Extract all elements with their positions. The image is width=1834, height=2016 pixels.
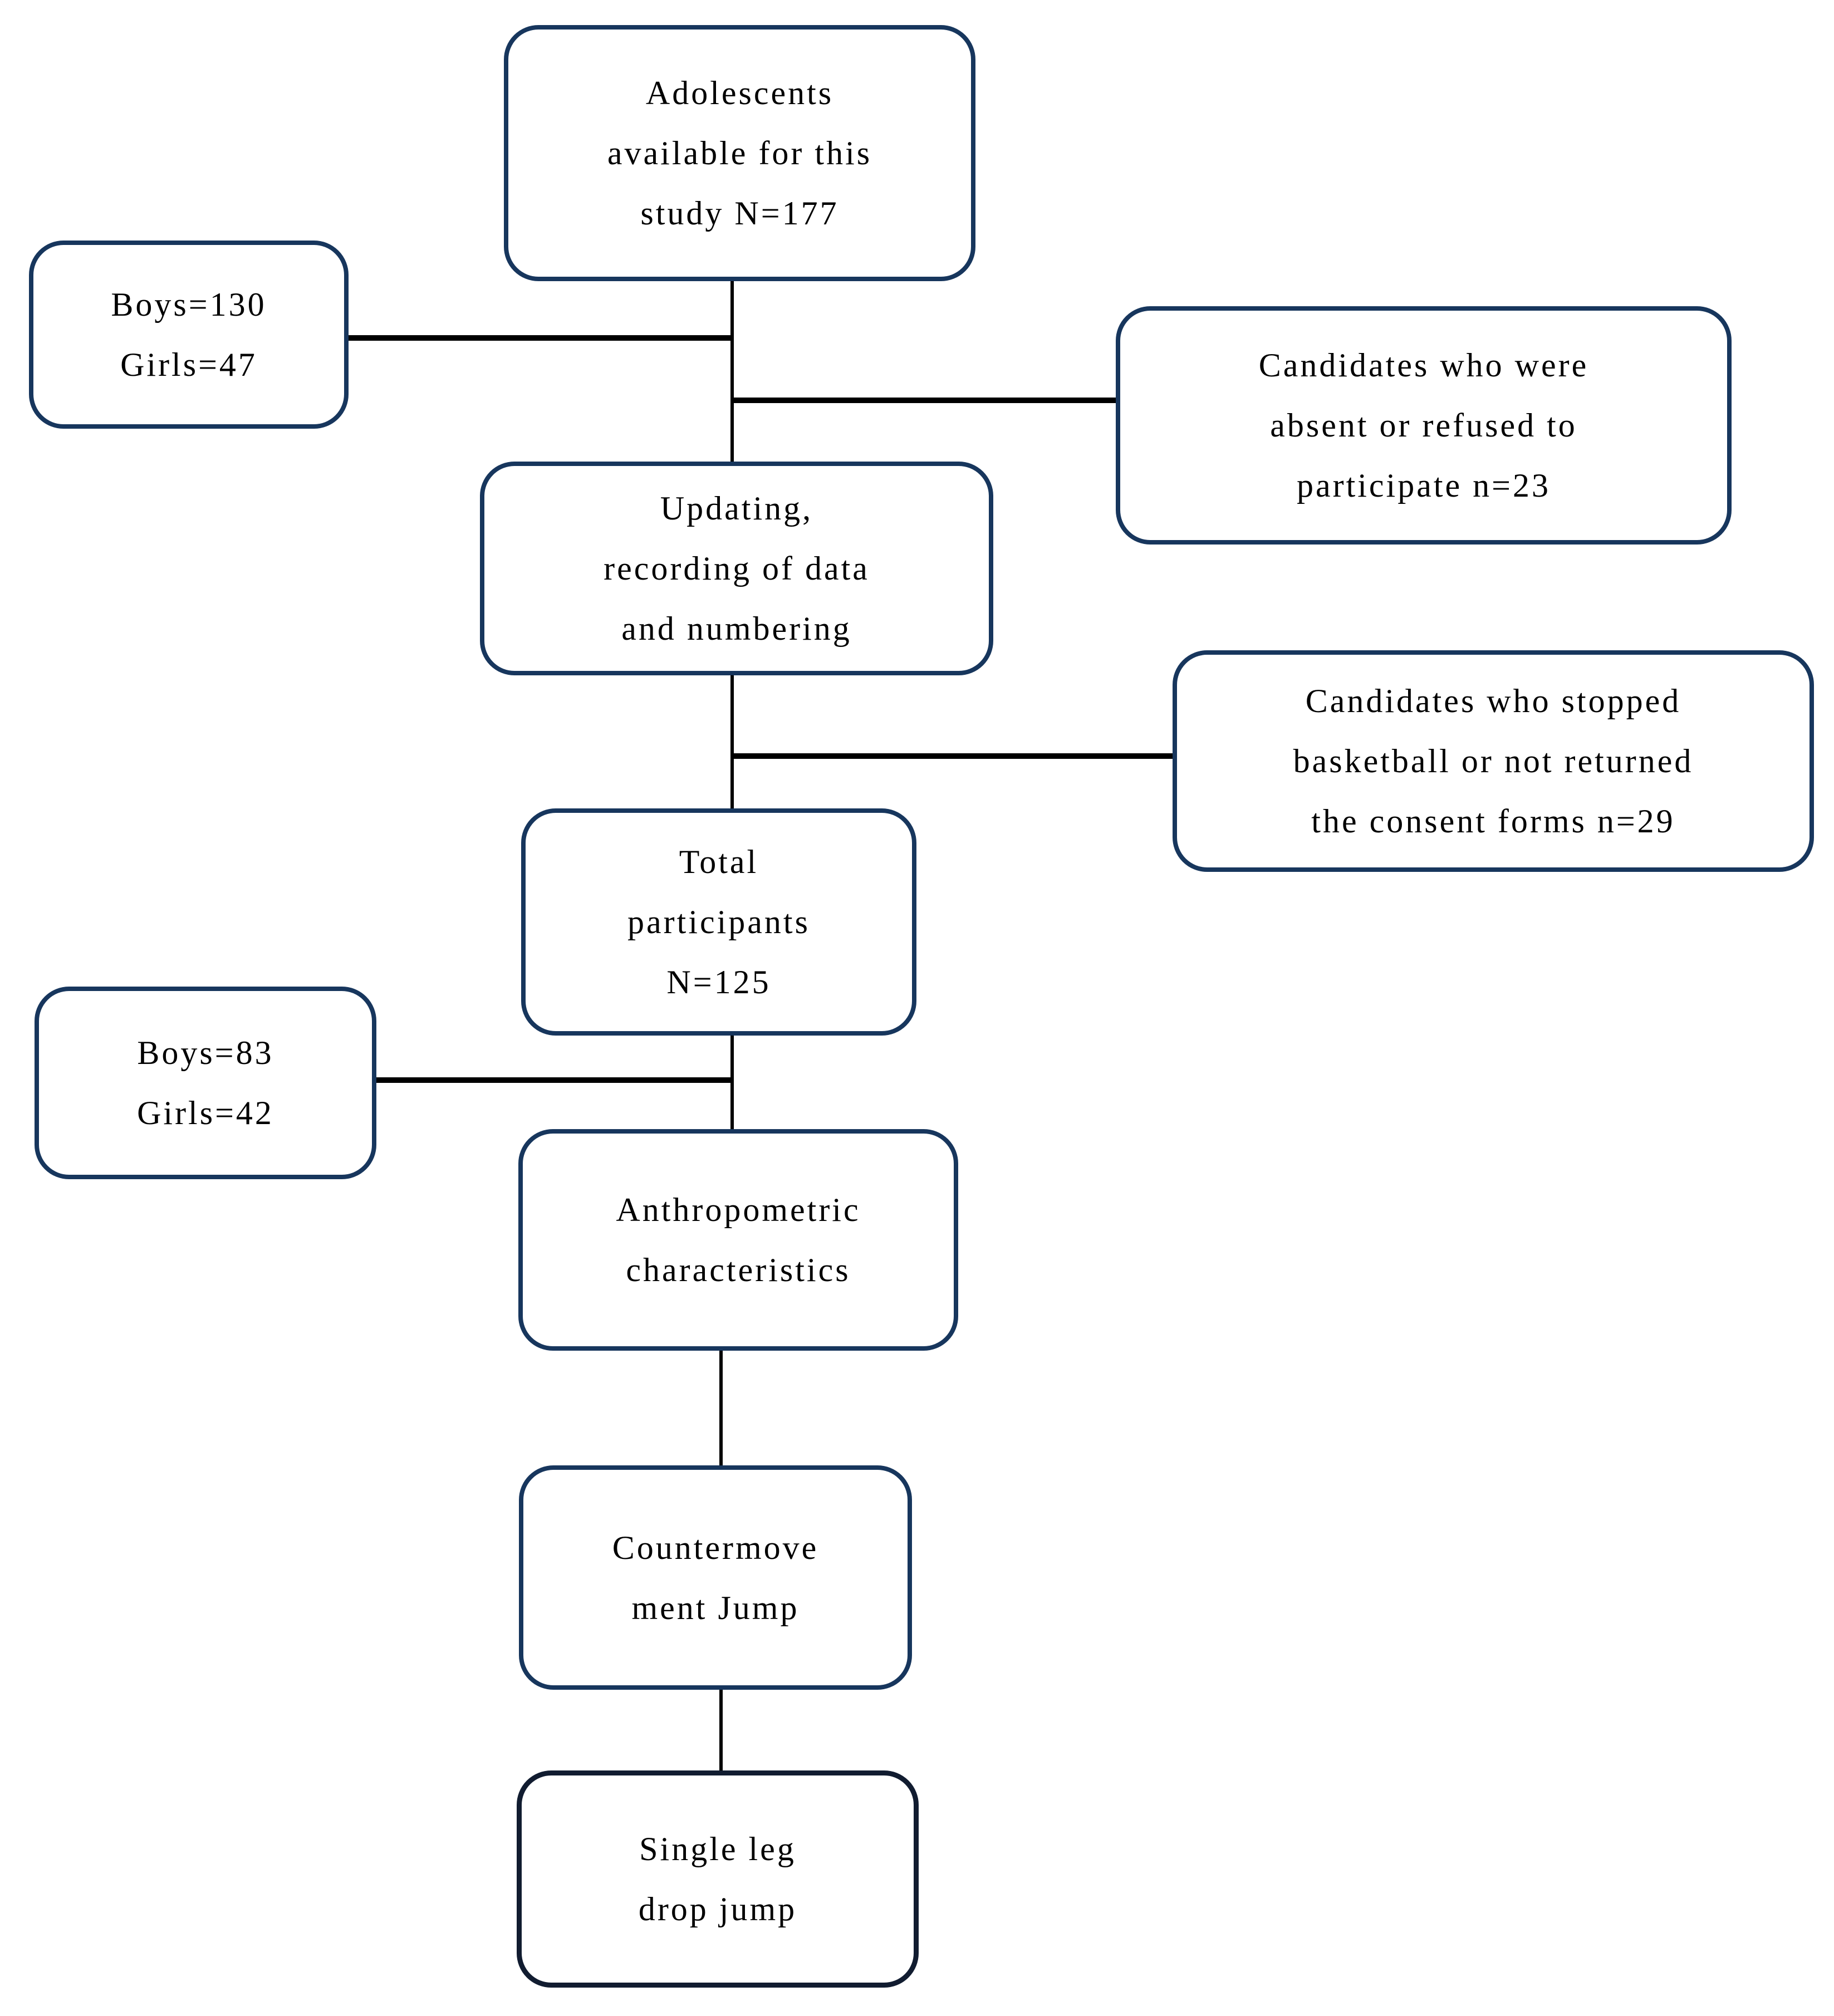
connector-countermovement-to-singleleg [719, 1689, 723, 1774]
node-boys-130-girls-47: Boys=130 Girls=47 [29, 241, 349, 429]
node-single-leg-drop-jump: Single leg drop jump [517, 1770, 919, 1988]
node-anthropometric-characteristics: Anthropometric characteristics [518, 1129, 958, 1351]
connector-branch-absent [730, 398, 1118, 403]
node-adolescents-available: Adolescents available for this study N=1… [504, 25, 975, 281]
connector-branch-boys130 [347, 335, 734, 341]
node-updating-recording: Updating, recording of data and numberin… [480, 462, 993, 675]
connector-branch-stopped [730, 753, 1176, 759]
connector-anthropometric-to-countermovement [719, 1350, 723, 1469]
connector-top-to-updating [730, 278, 734, 465]
node-countermovement-jump: Countermove ment Jump [519, 1465, 912, 1690]
connector-total-to-anthropometric [730, 1034, 734, 1132]
node-total-participants: Total participants N=125 [521, 808, 916, 1036]
connector-updating-to-total [730, 674, 734, 812]
connector-branch-boys83 [374, 1077, 734, 1083]
node-candidates-absent-refused: Candidates who were absent or refused to… [1116, 306, 1732, 545]
node-candidates-stopped-basketball: Candidates who stopped basketball or not… [1173, 650, 1814, 872]
node-boys-83-girls-42: Boys=83 Girls=42 [35, 987, 376, 1179]
